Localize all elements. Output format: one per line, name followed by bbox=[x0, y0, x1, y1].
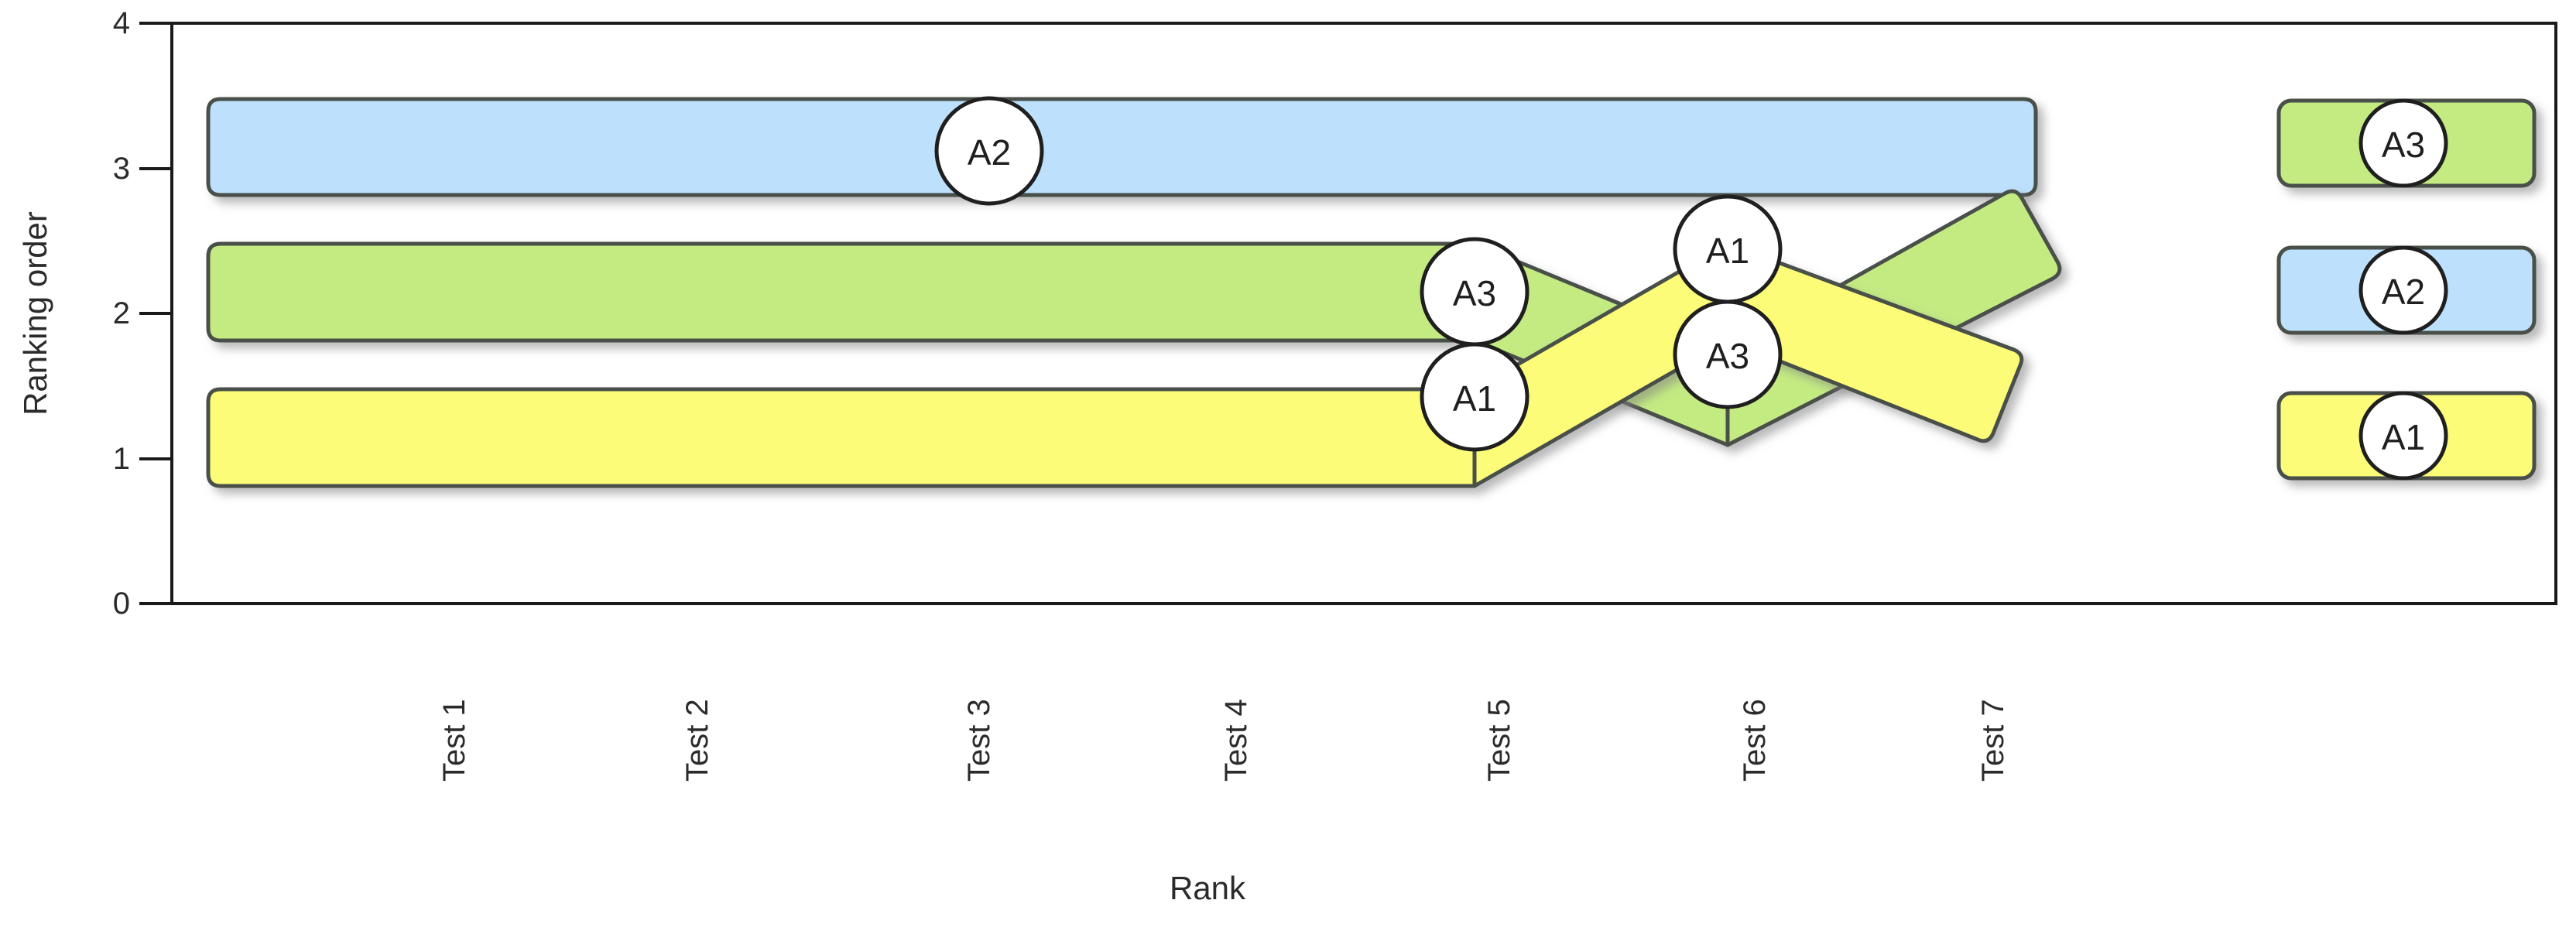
y-axis-ticks: 4 3 2 1 0 bbox=[113, 6, 172, 621]
x-tick-label-test-2: Test 2 bbox=[680, 699, 714, 782]
band-a1-flat bbox=[206, 387, 1477, 488]
node-label-a2: A2 bbox=[968, 132, 1011, 173]
legend-label-a2: A2 bbox=[2382, 272, 2425, 312]
band-a1-descend bbox=[1725, 241, 2024, 443]
node-a3-test6[interactable]: A3 bbox=[1673, 299, 1783, 409]
node-a3-test5[interactable]: A3 bbox=[1420, 237, 1530, 347]
node-label-a1: A1 bbox=[1453, 378, 1496, 419]
legend-node-a2[interactable] bbox=[2358, 245, 2448, 335]
node-a1-test5[interactable]: A1 bbox=[1420, 342, 1530, 452]
plot-border-top-right bbox=[170, 22, 2557, 605]
y-tick-label-2: 2 bbox=[113, 296, 130, 330]
y-tick-label-1: 1 bbox=[113, 442, 130, 476]
node-circle[interactable] bbox=[1420, 342, 1530, 452]
legend: A3 A2 A1 bbox=[2276, 98, 2537, 481]
x-tick-label-test-6: Test 6 bbox=[1738, 699, 1772, 782]
x-tick-label-test-7: Test 7 bbox=[1976, 699, 2010, 782]
x-tick-label-test-3: Test 3 bbox=[962, 699, 996, 782]
node-circle[interactable] bbox=[1673, 299, 1783, 409]
x-axis-title: Rank bbox=[1170, 870, 1246, 906]
band-a3-flat bbox=[206, 241, 1477, 343]
y-tick-label-3: 3 bbox=[113, 152, 130, 186]
x-tick-label-test-5: Test 5 bbox=[1482, 699, 1516, 782]
y-axis-title: Ranking order bbox=[17, 211, 53, 416]
x-tick-label-test-1: Test 1 bbox=[437, 699, 471, 782]
node-label-a3: A3 bbox=[1453, 273, 1496, 313]
node-label-a3: A3 bbox=[1706, 336, 1749, 376]
series-band-a1 bbox=[206, 241, 2024, 488]
y-tick-label-0: 0 bbox=[113, 587, 130, 621]
band-a2-segment bbox=[206, 97, 2038, 197]
y-tick-label-4: 4 bbox=[113, 6, 130, 40]
legend-node-a1[interactable] bbox=[2358, 391, 2448, 481]
node-a1-test6[interactable]: A1 bbox=[1673, 194, 1783, 304]
legend-node-a3[interactable] bbox=[2358, 98, 2448, 188]
node-a2-test3[interactable]: A2 bbox=[934, 96, 1044, 206]
x-axis-ticks: Test 1 Test 2 Test 3 Test 4 Test 5 Test … bbox=[437, 699, 2010, 782]
node-circle[interactable] bbox=[934, 96, 1044, 206]
series-band-a2 bbox=[206, 97, 2038, 197]
x-tick-label-test-4: Test 4 bbox=[1219, 699, 1253, 782]
legend-label-a3: A3 bbox=[2382, 125, 2425, 165]
node-label-a1: A1 bbox=[1706, 231, 1749, 271]
legend-label-a1: A1 bbox=[2382, 417, 2425, 457]
